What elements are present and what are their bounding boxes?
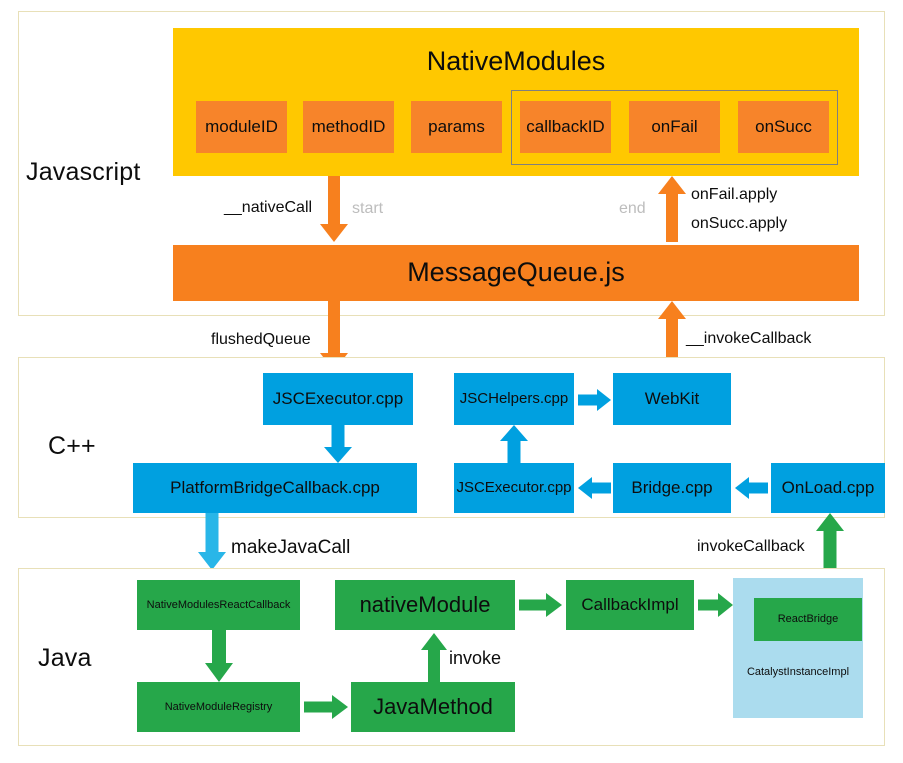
- java-box-nativemodulesreactcallback[interactable]: NativeModulesReactCallback: [137, 580, 300, 630]
- arrow-jschelpers-to-webkit: [578, 389, 611, 411]
- java-box-callbackimpl[interactable]: CallbackImpl: [566, 580, 694, 630]
- edge-label-onsucc-apply: onSucc.apply: [691, 215, 788, 232]
- arrow-reactcallback-to-registry: [205, 630, 233, 682]
- cpp-box-jscexecutor-bottom[interactable]: JSCExecutor.cpp: [454, 463, 574, 513]
- cpp-box-jschelpers[interactable]: JSCHelpers.cpp: [454, 373, 574, 425]
- field-moduleid[interactable]: moduleID: [196, 101, 287, 153]
- field-methodid[interactable]: methodID: [303, 101, 394, 153]
- edge-label-flushed-queue: flushedQueue: [211, 331, 311, 348]
- arrow-javamethod-to-nativemodule: [420, 633, 448, 682]
- edge-label-native-call: __nativeCall: [224, 199, 313, 216]
- arrow-bridge-to-jscexecutor: [578, 477, 611, 499]
- java-box-nativemodule[interactable]: nativeModule: [335, 580, 515, 630]
- edge-label-invoke-callback-cpp: __invokeCallback: [686, 330, 812, 347]
- java-box-reactbridge[interactable]: ReactBridge: [754, 598, 862, 641]
- cpp-box-webkit[interactable]: WebKit: [613, 373, 731, 425]
- field-onfail[interactable]: onFail: [629, 101, 720, 153]
- arrow-nativemodule-to-callbackimpl: [519, 593, 562, 617]
- layer-label-cpp: C++: [48, 432, 96, 460]
- arrow-invoke-callback-java: [816, 513, 844, 570]
- edge-label-start: start: [352, 200, 384, 217]
- arrow-native-call: [320, 176, 348, 242]
- edge-label-onfail-apply: onFail.apply: [691, 186, 778, 203]
- arrow-make-java-call: [198, 513, 226, 570]
- native-modules-title: NativeModules: [426, 46, 606, 77]
- field-callbackid[interactable]: callbackID: [520, 101, 611, 153]
- java-box-javamethod[interactable]: JavaMethod: [351, 682, 515, 732]
- edge-label-invoke-callback-java: invokeCallback: [697, 538, 805, 555]
- layer-label-java: Java: [38, 644, 92, 672]
- catalyst-instance-label: CatalystInstanceImpl: [746, 665, 850, 678]
- arrow-callback-return: [658, 176, 686, 242]
- field-onsucc[interactable]: onSucc: [738, 101, 829, 153]
- field-params[interactable]: params: [411, 101, 502, 153]
- arrow-registry-to-javamethod: [304, 695, 348, 719]
- callback-group-outline: [511, 90, 838, 165]
- java-box-nativemoduleregistry[interactable]: NativeModuleRegistry: [137, 682, 300, 732]
- arrow-callbackimpl-to-catalyst: [698, 593, 733, 617]
- cpp-box-onload[interactable]: OnLoad.cpp: [771, 463, 885, 513]
- message-queue-box[interactable]: MessageQueue.js: [173, 245, 859, 301]
- cpp-box-jscexecutor-top[interactable]: JSCExecutor.cpp: [263, 373, 413, 425]
- cpp-box-platformbridgecallback[interactable]: PlatformBridgeCallback.cpp: [133, 463, 417, 513]
- cpp-box-bridge[interactable]: Bridge.cpp: [613, 463, 731, 513]
- arrow-onload-to-bridge: [735, 477, 768, 499]
- arrow-jscexecutor-to-platformbridge: [324, 425, 352, 463]
- edge-label-end: end: [619, 200, 646, 217]
- layer-label-javascript: Javascript: [26, 158, 141, 186]
- edge-label-invoke: invoke: [449, 648, 502, 668]
- arrow-jscexecutor-to-jschelpers: [500, 425, 528, 463]
- edge-label-make-java-call: makeJavaCall: [231, 537, 351, 558]
